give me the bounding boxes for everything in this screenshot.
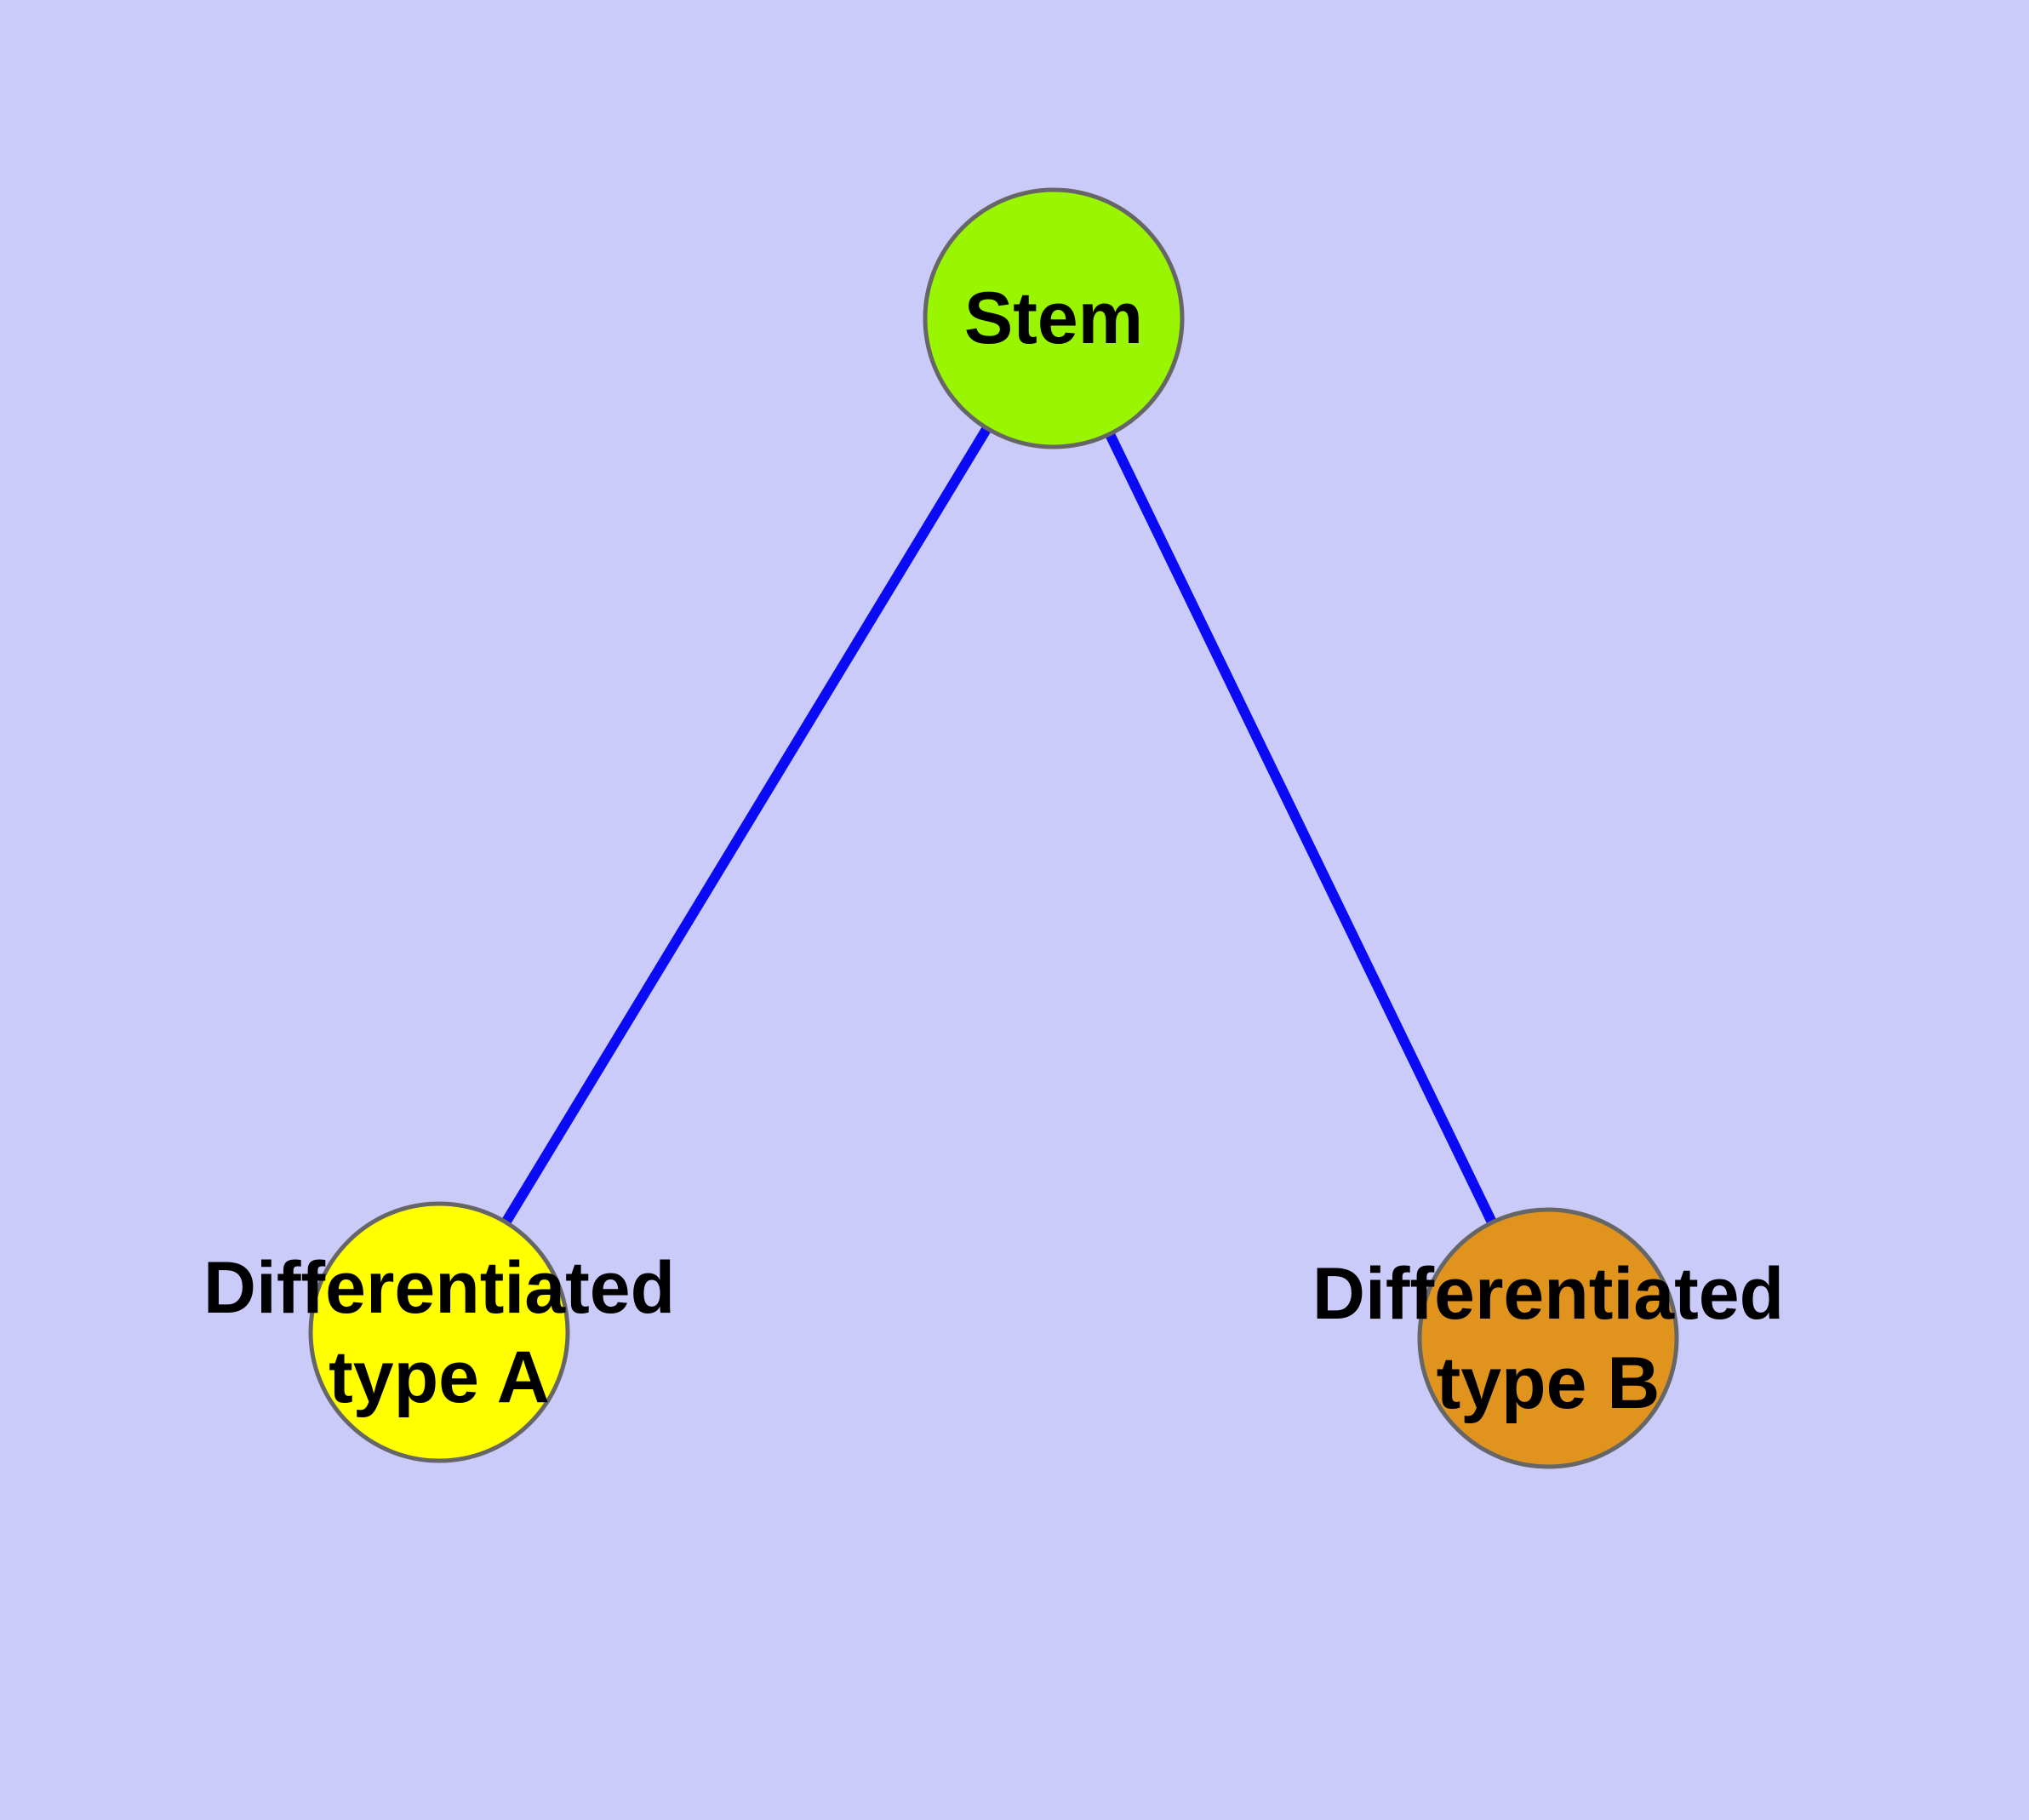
edge-stem-to-type-b — [1049, 316, 1553, 1341]
node-type-b-label-line1: Differentiated — [1312, 1253, 1784, 1335]
node-type-a-label-line2: type A — [329, 1336, 550, 1418]
node-stem-circle — [923, 187, 1185, 449]
node-type-b-label-line2: type B — [1437, 1342, 1660, 1424]
node-stem-label: Stem — [964, 278, 1143, 359]
node-type-b-circle — [1417, 1207, 1679, 1469]
node-type-a-label-line1: Differentiated — [203, 1247, 675, 1329]
edge-stem-to-type-a — [434, 315, 1059, 1336]
node-type-a-circle — [308, 1201, 570, 1463]
